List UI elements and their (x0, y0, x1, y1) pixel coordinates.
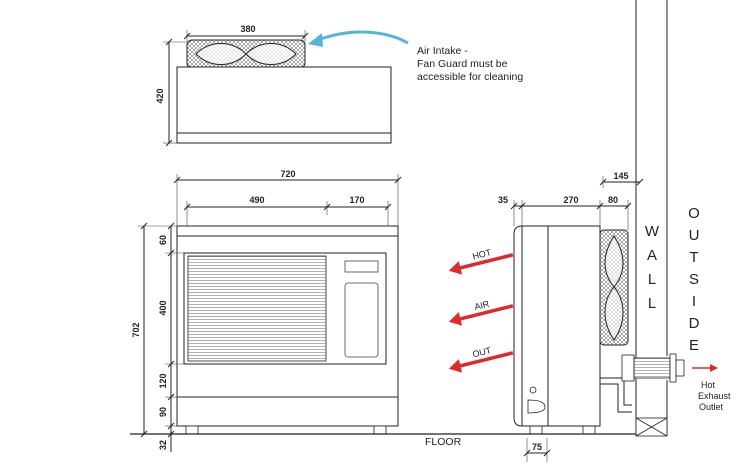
outside-letter-e: E (689, 337, 699, 354)
dim-420: 420 (155, 88, 165, 103)
outside-letter-u: U (689, 227, 700, 244)
wall: W A L L (635, 0, 668, 437)
floor-label: FLOOR (425, 436, 462, 448)
dim-35: 35 (498, 195, 508, 205)
side-unit-body (513, 225, 601, 427)
side-view: 35 270 80 145 75 HOT AIR OUT (448, 171, 731, 462)
out-arrow: OUT (448, 345, 514, 373)
outside-letter-s: S (689, 271, 699, 288)
dim-120: 120 (158, 373, 168, 388)
callout-line-3: accessible for cleaning (417, 71, 523, 83)
dim-60: 60 (158, 235, 168, 245)
outside-label: O U T S I D E (688, 205, 700, 354)
exhaust-label-1: Hot (701, 380, 716, 390)
control-panel (344, 282, 379, 358)
dim-400: 400 (158, 300, 168, 315)
callout-arrow (317, 30, 409, 45)
dim-490: 490 (249, 195, 264, 205)
dim-90: 90 (158, 407, 168, 417)
dim-170: 170 (349, 195, 364, 205)
wall-letter-l1: L (648, 271, 656, 288)
hot-air-arrow: HOT (448, 247, 514, 275)
arrow-label-out: OUT (471, 345, 492, 359)
exhaust-label-3: Outlet (699, 402, 724, 412)
outside-letter-d: D (689, 315, 700, 332)
dim-32: 32 (158, 440, 168, 450)
air-arrow: AIR (448, 299, 514, 326)
outside-letter-i: I (692, 293, 696, 310)
wall-letter-l2: L (648, 295, 656, 312)
wall-letter-w: W (645, 223, 660, 240)
callout-line-1: Air Intake - (417, 45, 468, 57)
callout-line-2: Fan Guard must be (417, 58, 508, 70)
exhaust-arrow-icon (710, 364, 718, 372)
exhaust-label-2: Exhaust (698, 391, 731, 401)
dim-380: 380 (240, 24, 255, 34)
front-view: 720 490 170 702 60 400 120 90 32 (131, 169, 596, 452)
dim-80: 80 (608, 195, 618, 205)
dim-270: 270 (563, 195, 578, 205)
dim-145: 145 (613, 171, 628, 181)
fan-blade-icon (195, 43, 297, 65)
outside-letter-o: O (688, 205, 700, 222)
top-unit-body (176, 66, 392, 134)
dim-720: 720 (280, 169, 295, 179)
rear-fan-icon (604, 235, 624, 341)
wall-letter-a: A (647, 247, 657, 264)
control-display (344, 260, 379, 273)
arrow-label-air: AIR (473, 299, 490, 312)
arrow-label-hot: HOT (471, 247, 492, 261)
dim-75: 75 (532, 442, 542, 452)
front-grille (187, 255, 327, 362)
dim-702: 702 (131, 322, 141, 337)
top-view: 380 420 Air Intake - Fan Guard must be a… (155, 24, 523, 147)
exhaust-pipe (633, 357, 671, 379)
outside-letter-t: T (689, 249, 698, 266)
